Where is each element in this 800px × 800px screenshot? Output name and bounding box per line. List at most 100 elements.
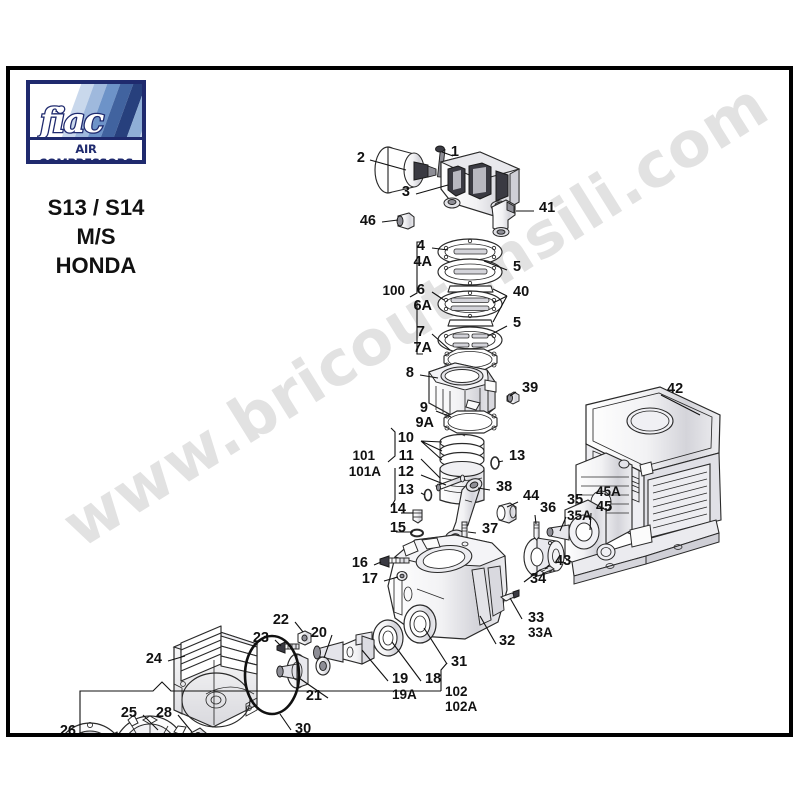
callout-label-3: 3	[402, 184, 410, 200]
callout-label-19A: 19A	[392, 687, 417, 702]
callout-label-101: 101	[352, 448, 375, 463]
callout-label-18: 18	[425, 671, 441, 687]
callout-label-37: 37	[482, 521, 498, 537]
callout-label-44: 44	[523, 488, 539, 504]
bracket-101	[387, 427, 396, 508]
callout-label-31: 31	[451, 654, 467, 670]
callout-label-20: 20	[311, 625, 327, 641]
part-21-pulley-hub	[276, 653, 309, 689]
callout-label-102: 102	[445, 684, 468, 699]
callout-label-35: 35	[567, 492, 583, 508]
callout-label-41: 41	[539, 200, 555, 216]
callout-label-39: 39	[522, 380, 538, 396]
part-4-valve-plate-top	[437, 238, 503, 267]
callout-label-23: 23	[253, 630, 269, 646]
callout-label-10: 10	[398, 430, 414, 446]
part-33-bolt	[499, 589, 520, 602]
part-44-bushing	[496, 502, 517, 524]
callout-label-11: 11	[399, 448, 414, 464]
callout-label-32: 32	[499, 633, 515, 649]
callout-label-5b: 5	[513, 315, 521, 331]
callout-label-33: 33	[528, 610, 544, 626]
part-6-valve-plate-mid	[437, 290, 503, 319]
part-36-pin	[533, 521, 540, 541]
callout-label-21: 21	[306, 688, 322, 704]
part-31-bearing	[403, 604, 437, 644]
callout-label-14: 14	[390, 501, 406, 517]
part-12-piston-pin	[434, 474, 467, 492]
exploded-view-drawing: 123464144A510066A40577A8394299A101011113…	[60, 144, 722, 737]
part-40-reed-strip-lower	[447, 319, 494, 327]
callout-label-100: 100	[382, 283, 405, 298]
part-28-spacer	[190, 727, 207, 733]
callout-label-33A: 33A	[528, 625, 553, 640]
part-41-elbow-fitting	[491, 199, 516, 237]
callout-label-101A: 101A	[349, 464, 382, 479]
callout-label-2: 2	[357, 150, 365, 166]
model-designation: S13 / S14 M/S HONDA	[26, 193, 166, 280]
callout-label-22: 22	[273, 612, 289, 628]
callout-label-5a: 5	[513, 259, 521, 275]
callout-label-34: 34	[530, 571, 546, 587]
callout-label-25: 25	[121, 705, 137, 721]
callout-label-36: 36	[540, 500, 556, 516]
part-34-bearing-housing	[523, 537, 565, 577]
callout-label-7A: 7A	[413, 340, 432, 356]
callout-label-7: 7	[417, 324, 425, 340]
diagram-frame: www.bricoutensili.com	[6, 66, 793, 737]
model-line-1: S13 / S14	[47, 195, 145, 220]
part-25-flywheel-fan	[114, 714, 187, 733]
part-22-nut	[297, 630, 312, 646]
part-9-cylinder-gasket	[443, 410, 498, 434]
callout-label-30: 30	[295, 721, 311, 737]
callout-label-9A: 9A	[415, 415, 434, 431]
leader-lines	[82, 151, 701, 733]
callout-label-13a: 13	[509, 448, 525, 464]
callout-label-8: 8	[406, 365, 414, 381]
callout-label-13b: 13	[398, 482, 414, 498]
callout-label-17: 17	[362, 571, 378, 587]
callout-label-16: 16	[352, 555, 368, 571]
callout-label-102A: 102A	[445, 699, 478, 714]
part-20-washer	[315, 656, 331, 676]
callout-label-43: 43	[555, 553, 571, 569]
logo-tagline-band: AIR COMPRESSORS	[30, 137, 142, 160]
part-14-oil-dipper	[412, 509, 423, 524]
part-13-circlip-right	[490, 456, 500, 470]
callout-label-6A: 6A	[413, 298, 432, 314]
callout-label-45A: 45A	[596, 484, 621, 499]
model-line-3: HONDA	[55, 253, 137, 278]
part-17-washer	[396, 570, 408, 582]
part-30-o-ring	[243, 634, 301, 716]
callout-label-42: 42	[667, 381, 683, 397]
model-line-2: M/S	[76, 224, 116, 249]
fiac-logo: fiac MADE IN ITALY AIR COMPRESSORS	[26, 80, 146, 164]
bracket-102	[79, 662, 448, 733]
callout-label-4: 4	[417, 238, 425, 254]
callout-label-15: 15	[390, 520, 406, 536]
part-2-air-filter	[374, 146, 437, 194]
part-16-bolt	[379, 555, 410, 568]
logo-tagline: AIR COMPRESSORS	[38, 142, 134, 164]
part-13-circlip-left	[423, 488, 433, 502]
callout-label-6: 6	[417, 282, 425, 298]
logo-wordmark-fiac: fiac	[37, 100, 108, 142]
part-5-gasket-upper	[437, 258, 503, 286]
callout-label-4A: 4A	[413, 254, 432, 270]
callout-label-35A: 35A	[567, 508, 592, 523]
part-39-fitting	[506, 391, 520, 405]
callout-label-1: 1	[451, 144, 459, 160]
callout-label-24: 24	[146, 651, 162, 667]
callout-label-9: 9	[420, 400, 428, 416]
svg-text:fiac: fiac	[38, 101, 105, 141]
part-40-reed-strip-upper	[447, 285, 494, 293]
bracket-100	[409, 241, 423, 355]
callout-label-28: 28	[156, 705, 172, 721]
part-42-honda-engine	[546, 386, 722, 585]
callout-label-19: 19	[392, 671, 408, 687]
part-3-cylinder-head	[439, 151, 521, 217]
part-24-cooling-shroud	[172, 625, 259, 728]
callout-label-38: 38	[496, 479, 512, 495]
